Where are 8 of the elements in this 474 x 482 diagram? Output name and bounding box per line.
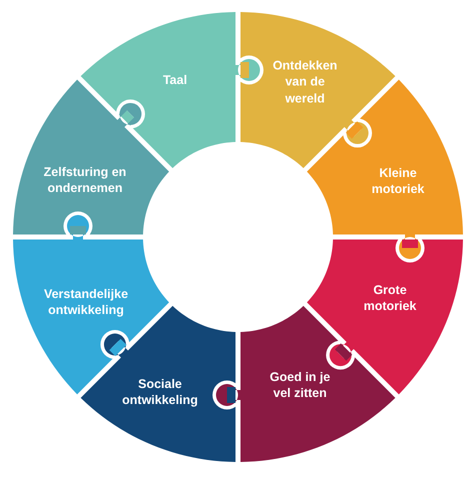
piece-label: Verstandelijke ontwikkeling [42,286,130,318]
piece-label: Taal [162,72,188,88]
piece-label: Sociale ontwikkeling [121,376,199,408]
piece-label: Grote motoriek [362,282,418,314]
piece-label: Ontdekken van de wereld [272,58,338,106]
piece-label: Zelfsturing en ondernemen [42,164,128,196]
piece-label: Goed in je vel zitten [269,368,331,402]
piece-label: Kleine motoriek [370,164,426,198]
